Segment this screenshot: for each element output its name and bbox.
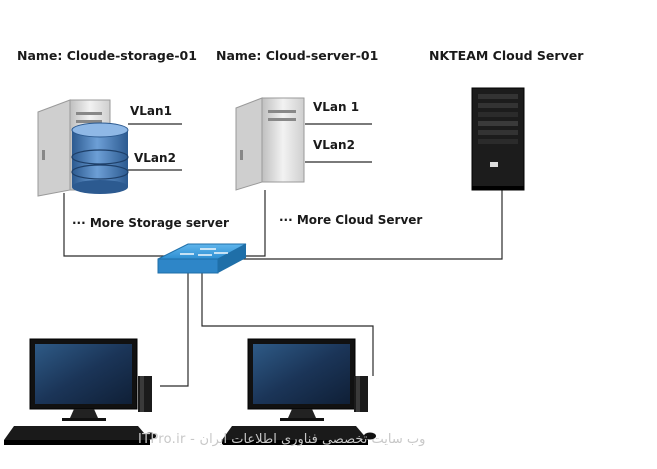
desktop-computer-icon	[222, 338, 376, 445]
more-storage-label: ··· More Storage server	[72, 216, 229, 230]
rack-server-icon	[471, 87, 525, 191]
watermark: ITPro.ir - وب سایت تخصصی فناوری اطلاعات …	[138, 432, 426, 447]
storage-server-name: Name: Cloude-storage-01	[17, 48, 197, 63]
connection-lines	[63, 123, 503, 387]
nkteam-server-name: NKTEAM Cloud Server	[429, 48, 584, 63]
tower-server-icon	[235, 97, 305, 191]
cloud-server-name: Name: Cloud-server-01	[216, 48, 379, 63]
storage-vlan2-label: VLan2	[134, 151, 176, 165]
desktop-computer-icon	[4, 338, 156, 445]
more-cloud-label: ··· More Cloud Server	[279, 213, 423, 227]
cloud-vlan1-label: VLan 1	[313, 100, 360, 114]
database-icon	[71, 122, 129, 194]
network-switch-icon	[157, 243, 247, 274]
cloud-vlan2-label: VLan2	[313, 138, 355, 152]
storage-vlan1-label: VLan1	[130, 104, 172, 118]
